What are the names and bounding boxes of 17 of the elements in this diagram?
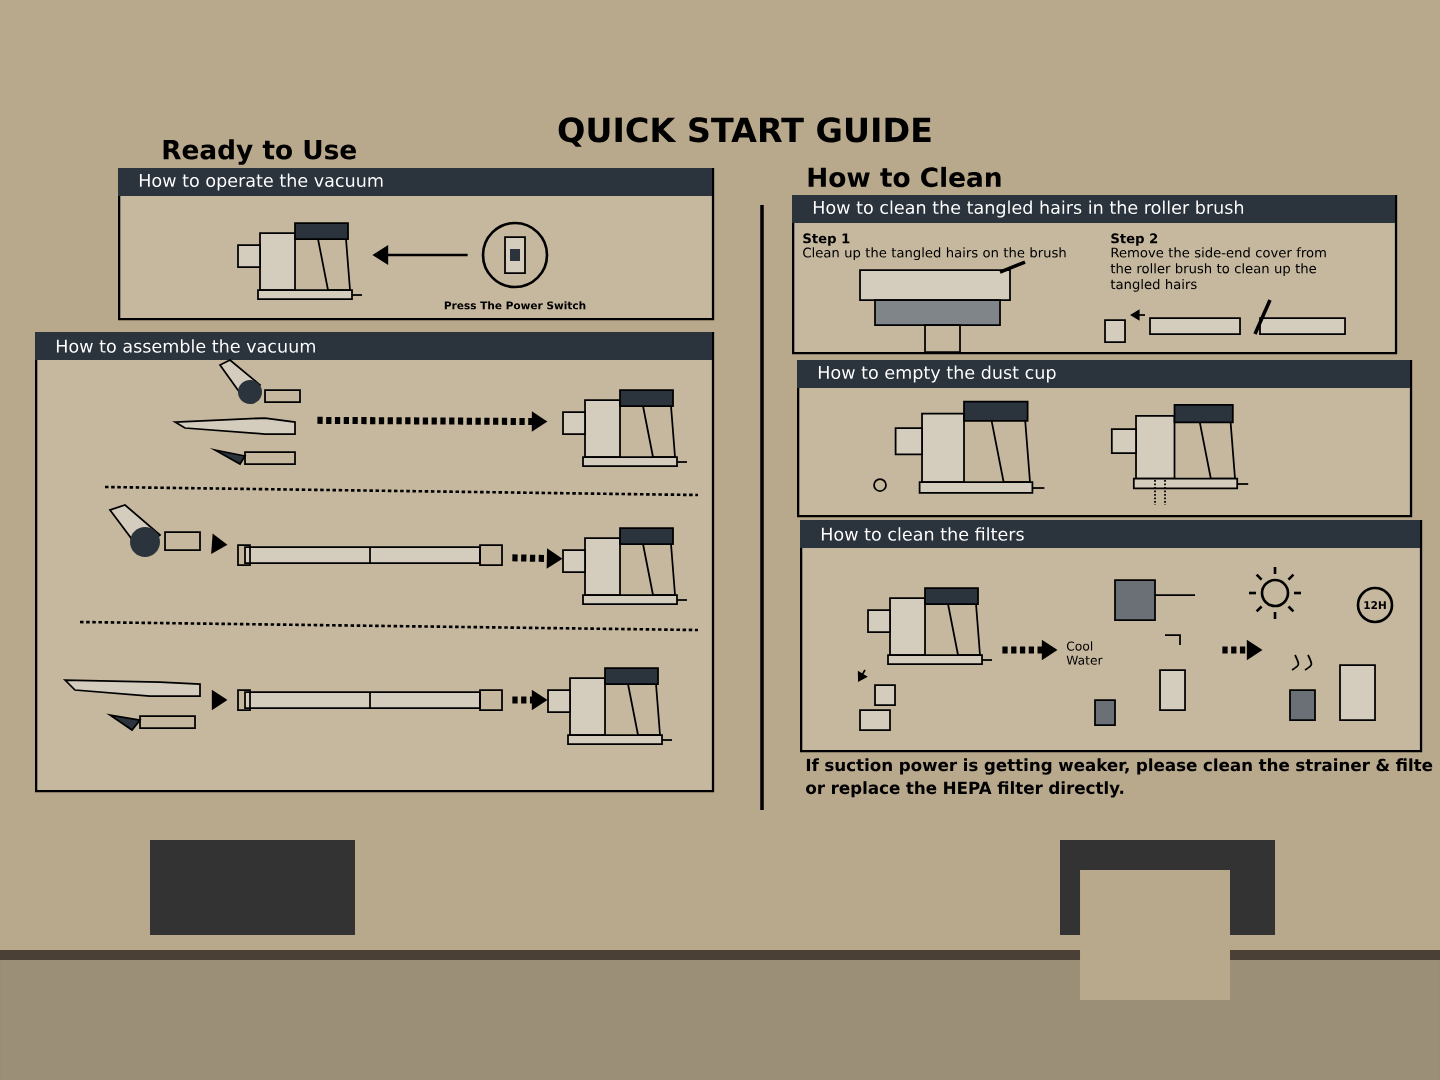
step-title: Step 2	[1111, 233, 1158, 246]
vacuum-drawing	[237, 222, 363, 300]
node-label: Press The Power Switch	[444, 301, 586, 310]
vacuum-drawing	[562, 527, 688, 605]
node-label: Cool Water	[1066, 641, 1103, 665]
note: If suction power is getting weaker, please clean the strainer & filte or replace the HEPA filter directly.	[806, 758, 1433, 798]
step-title: Step 1	[803, 233, 850, 246]
part-drawing	[237, 544, 503, 566]
part-drawing	[857, 587, 993, 731]
part-drawing	[1289, 654, 1376, 721]
step-text: Remove the side-end cover from the roller brush to clean up the tangled hairs	[1110, 247, 1326, 292]
step-text: Clean up the tangled hairs on the brush	[803, 247, 1066, 261]
section-heading: Ready to Use	[163, 139, 356, 165]
part-drawing	[237, 689, 503, 711]
vacuum-drawing	[562, 389, 688, 467]
vacuum-drawing	[547, 667, 673, 745]
title: QUICK START GUIDE	[558, 117, 931, 147]
